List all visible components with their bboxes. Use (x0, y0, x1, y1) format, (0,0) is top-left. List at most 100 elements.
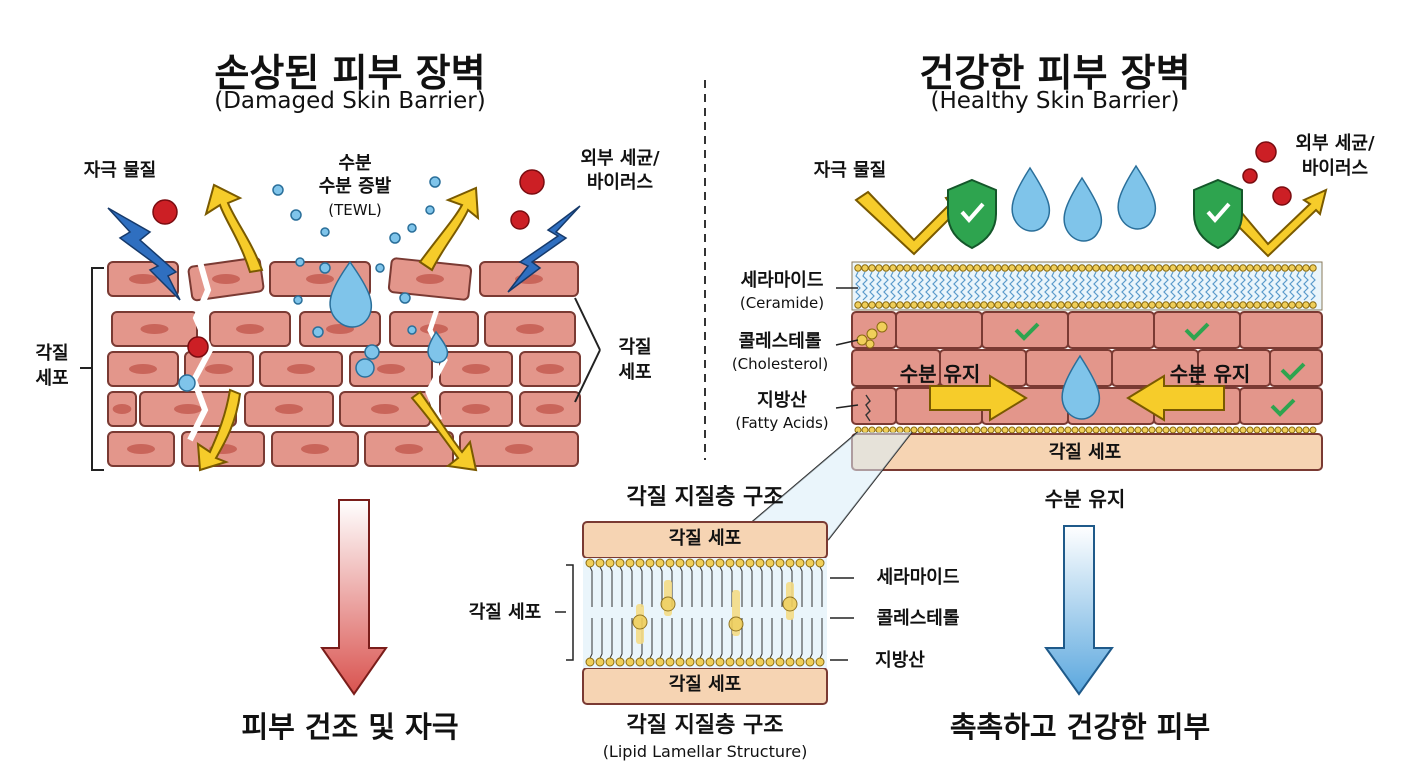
center-water-drop-icon (1061, 354, 1101, 420)
corneocyte-brick (107, 261, 179, 297)
corneocyte-brick (111, 311, 198, 347)
corneocyte-brick (139, 391, 237, 427)
corneocyte-brick (107, 431, 175, 467)
healthy-corneocyte-brick (1239, 387, 1323, 425)
left-title: 손상된 피부 장벽 (214, 51, 486, 95)
right-subtitle: (Healthy Skin Barrier) (930, 88, 1180, 114)
deflect-arrow-right (1224, 188, 1328, 258)
lightning-icon-left (107, 207, 181, 301)
tewl-arrows (196, 183, 480, 472)
corneocyte-brick (271, 431, 359, 467)
right-pointer-lines (574, 297, 601, 403)
shield-icon (947, 178, 997, 250)
left-bacteria-label-2: 바이러스 (586, 172, 654, 193)
arrow-down-right (410, 390, 478, 472)
right-title: 건강한 피부 장벽 (919, 51, 1191, 95)
lightning-bolts (107, 205, 581, 301)
water-drop-icon (1117, 164, 1157, 230)
corneocyte-brick (259, 351, 343, 387)
healthy-corneocyte-brick (981, 311, 1069, 349)
healthy-corneocyte-brick (851, 311, 897, 349)
red-down-arrow (320, 499, 388, 696)
arrow-up-right (418, 186, 480, 272)
corneocyte-brick (209, 311, 291, 347)
lamellar-cholesterol-label: 콜레스테롤 (876, 608, 960, 629)
corneocyte-brick (364, 431, 454, 467)
right-bacteria-label-1: 외부 세균/ (1295, 133, 1375, 154)
corneocyte-brick (107, 391, 137, 427)
lightning-icon-right (507, 205, 581, 293)
left-bracket (91, 267, 104, 471)
corneocyte-brick (459, 431, 579, 467)
cholesterol-en-label: (Cholesterol) (731, 355, 829, 373)
cholesterol-label: 콜레스테롤 (738, 331, 822, 352)
left-subtitle: (Damaged Skin Barrier) (214, 88, 486, 114)
crack-2 (425, 299, 448, 421)
arrow-up-left (204, 183, 264, 274)
arrow-down-left (196, 388, 242, 472)
healthy-corneocyte-brick (851, 387, 897, 425)
corneocyte-brick (244, 391, 334, 427)
ceramide-label: 세라마이드 (740, 270, 824, 291)
blue-down-arrow (1044, 525, 1114, 696)
corneocyte-brick (387, 257, 473, 301)
corneocyte-brick (439, 351, 513, 387)
healthy-corneocyte-brick (1067, 387, 1155, 425)
crack-1 (187, 261, 214, 442)
healthy-corneocyte-brick (1153, 311, 1241, 349)
corneocyte-brick (339, 391, 431, 427)
right-side-corneocyte-label-2: 세포 (618, 362, 652, 383)
cholesterol-icon (856, 321, 888, 349)
lamellar-ceramide-label: 세라마이드 (876, 567, 960, 588)
left-corneocyte-label-1: 각질 (35, 343, 69, 364)
moisture-keep-below: 수분 유지 (1044, 487, 1126, 511)
fatty-acid-en-label: (Fatty Acids) (735, 414, 829, 432)
left-tewl-label-1: 수분 증발 (318, 176, 392, 197)
healthy-corneocyte-brick (895, 387, 983, 425)
corneocyte-brick (519, 351, 581, 387)
damaged-brick-wall (107, 256, 581, 467)
corneocyte-brick (181, 431, 265, 467)
water-drop-icon (329, 260, 373, 328)
corneocyte-brick (439, 391, 513, 427)
fatty-acid-label: 지방산 (757, 390, 807, 411)
lamellar-bottom-title: 각질 지질층 구조 (626, 713, 784, 738)
right-bacteria-label-2: 바이러스 (1301, 158, 1369, 179)
healthy-corneocyte-brick (981, 387, 1069, 425)
shield-icons (947, 178, 1243, 250)
deflect-arrow-left (854, 190, 970, 256)
shield-icon (1193, 178, 1243, 250)
lamellar-top-title: 각질 지질층 구조 (626, 485, 784, 510)
top-droplets (1011, 164, 1157, 242)
moisture-keep-right: 수분 유지 (1169, 362, 1251, 386)
lamellar-pointer-lines (555, 564, 854, 661)
healthy-corneocyte-brick (1239, 311, 1323, 349)
lamellar-top-cell: 각질 세포 (668, 528, 742, 549)
corneocyte-brick (299, 311, 381, 347)
left-tewl-label-2: (TEWL) (328, 201, 382, 219)
left-irritant-label: 자극 물질 (83, 160, 157, 181)
water-drop-icon (1063, 176, 1103, 242)
healthy-corneocyte-brick (1153, 387, 1241, 425)
lamellar-bottom-cell: 각질 세포 (668, 674, 742, 695)
lamellar-fatty-acid-label: 지방산 (875, 650, 925, 671)
healthy-corneocyte-brick (1025, 349, 1113, 387)
left-corneocyte-label-2: 세포 (35, 368, 69, 389)
corneocyte-brick (107, 351, 179, 387)
left-result: 피부 건조 및 자극 (241, 710, 459, 744)
right-side-corneocyte-label-1: 각질 (618, 337, 652, 358)
lamellar-side-label: 각질 세포 (468, 602, 542, 623)
water-drop-icon (1011, 166, 1051, 232)
healthy-corneocyte-brick (1269, 349, 1323, 387)
right-base-corneocyte: 각질 세포 (1048, 442, 1122, 463)
right-irritant-label: 자극 물질 (813, 160, 887, 181)
fatty-acid-icon (865, 394, 871, 422)
healthy-corneocyte-brick (895, 311, 983, 349)
healthy-corneocyte-brick (1067, 311, 1155, 349)
ceramide-en-label: (Ceramide) (739, 294, 825, 312)
corneocyte-brick (389, 311, 479, 347)
corneocyte-brick (184, 351, 254, 387)
left-bacteria-label-1: 외부 세균/ (580, 148, 660, 169)
moisture-keep-left: 수분 유지 (899, 362, 981, 386)
corneocyte-brick (187, 256, 265, 302)
